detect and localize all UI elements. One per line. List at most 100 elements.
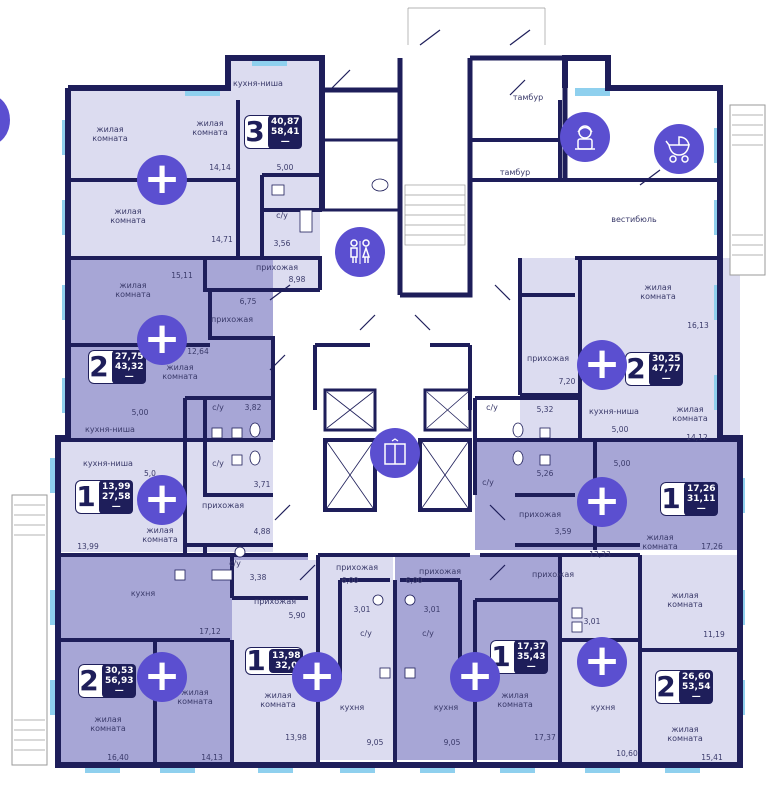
stroller-icon[interactable] (654, 124, 704, 174)
total-area: 27,58 (102, 492, 131, 502)
area-label: 5,00 (277, 163, 294, 172)
living-area: 30,25 (652, 354, 681, 364)
room-label: комната (177, 697, 213, 706)
area-label: 13,99 (77, 542, 99, 551)
apartment-plus-button[interactable]: + (137, 155, 187, 205)
room-label: комната (162, 372, 198, 381)
rooms-count: 1 (661, 482, 681, 515)
room-label: кухня (591, 703, 616, 712)
room-label: комната (192, 128, 228, 137)
total-area: 35,43 (517, 652, 546, 662)
apartment-plus-button[interactable]: + (450, 652, 500, 702)
plus-icon: + (456, 649, 494, 701)
total-area: 43,32 (115, 362, 144, 372)
room-label: жилая (119, 281, 146, 290)
elevator-glyph (384, 438, 406, 465)
room-label: тамбур (500, 168, 530, 177)
area-box: 30,53 56,93 — (102, 664, 137, 698)
apartment-badge[interactable]: 2 27,75 43,32 — (88, 350, 147, 384)
area-label: 6,00 (342, 576, 359, 585)
room-label: жилая (94, 715, 121, 724)
area-label: 5,26 (537, 469, 554, 478)
room-label: жилая (114, 207, 141, 216)
area-box: 30,25 47,77 — (649, 352, 684, 386)
room-label: комната (260, 700, 296, 709)
apartment-plus-button[interactable]: + (137, 475, 187, 525)
area-label: 5,32 (537, 405, 554, 414)
area-label: 5,90 (289, 611, 306, 620)
apartment-badge[interactable]: 1 13,99 27,58 — (75, 480, 134, 514)
area-label: 11,19 (703, 630, 725, 639)
apartment-plus-button[interactable]: + (577, 340, 627, 390)
price-dash: — (124, 372, 134, 382)
area-label: 16,40 (107, 753, 129, 762)
apartment-badge[interactable]: 2 26,60 53,54 — (655, 670, 714, 704)
stroller-glyph (665, 136, 690, 163)
elevator-icon[interactable] (370, 428, 420, 478)
room-label: комната (667, 600, 703, 609)
area-label: 15,41 (701, 753, 723, 762)
area-label: 14,12 (686, 433, 708, 442)
room-label: комната (497, 700, 533, 709)
area-labels: 14,14 14,71 5,00 3,56 8,98 15,11 6,75 12… (77, 163, 725, 762)
area-label: 14,71 (211, 235, 233, 244)
living-area: 26,60 (682, 672, 711, 682)
area-label: 10,60 (616, 749, 638, 758)
door-swings (269, 29, 661, 581)
area-label: 9,05 (367, 738, 384, 747)
apartment-plus-button[interactable]: + (577, 477, 627, 527)
room-label: жилая (676, 405, 703, 414)
room-label: жилая (501, 691, 528, 700)
room-label: прихожая (527, 354, 569, 363)
area-box: 17,26 31,11 — (684, 482, 719, 516)
apartment-plus-button[interactable]: + (577, 637, 627, 687)
price-dash: — (114, 686, 124, 696)
plumbing-fixtures (174, 178, 583, 679)
total-area: 56,93 (105, 676, 134, 686)
concierge-icon[interactable] (560, 112, 610, 162)
rooms-count: 1 (246, 644, 266, 677)
room-label: жилая (146, 526, 173, 535)
room-label: прихожая (519, 510, 561, 519)
area-label: 3,01 (424, 605, 441, 614)
room-label: прихожая (211, 315, 253, 324)
restroom-icon[interactable] (335, 227, 385, 277)
room-label: тамбур (513, 93, 543, 102)
area-label: 3,82 (245, 403, 262, 412)
room-label: комната (92, 134, 128, 143)
total-area: 53,54 (682, 682, 711, 692)
area-label: 3,01 (584, 617, 601, 626)
room-label: комната (142, 535, 178, 544)
price-dash: — (691, 692, 701, 702)
living-area: 17,37 (517, 642, 546, 652)
living-area: 13,98 (272, 651, 301, 661)
area-label: 3,56 (274, 239, 291, 248)
room-label: прихожая (419, 567, 461, 576)
area-label: 15,11 (171, 271, 193, 280)
room-label: комната (667, 734, 703, 743)
apartment-badge[interactable]: 1 17,37 35,43 — (490, 640, 549, 674)
apartment-plus-button[interactable]: + (137, 315, 187, 365)
apartment-badge[interactable]: 2 30,53 56,93 — (78, 664, 137, 698)
room-label: кухня-ниша (85, 425, 135, 434)
plus-icon: + (583, 474, 621, 526)
area-label: 14,13 (201, 753, 223, 762)
apartment-badge[interactable]: 1 17,26 31,11 — (660, 482, 719, 516)
apartment-badge[interactable]: 2 30,25 47,77 — (625, 352, 684, 386)
apartment-plus-button[interactable]: + (292, 652, 342, 702)
price-dash: — (526, 662, 536, 672)
room-label: кухня (340, 703, 365, 712)
living-area: 40,87 (271, 117, 300, 127)
area-label: 13,33 (589, 550, 611, 559)
room-label: прихожая (256, 263, 298, 272)
area-label: 16,13 (687, 321, 709, 330)
offscreen-marker[interactable] (0, 95, 10, 145)
price-dash: — (111, 502, 121, 512)
apartment-badge[interactable]: 3 40,87 58,41 — (244, 115, 303, 149)
room-label: комната (115, 290, 151, 299)
room-labels: кухня-ниша жилая комната жилая комната ж… (83, 79, 708, 743)
rooms-count: 3 (245, 115, 265, 148)
area-box: 17,37 35,43 — (514, 640, 549, 674)
area-label: 6,75 (240, 297, 257, 306)
apartment-plus-button[interactable]: + (137, 652, 187, 702)
